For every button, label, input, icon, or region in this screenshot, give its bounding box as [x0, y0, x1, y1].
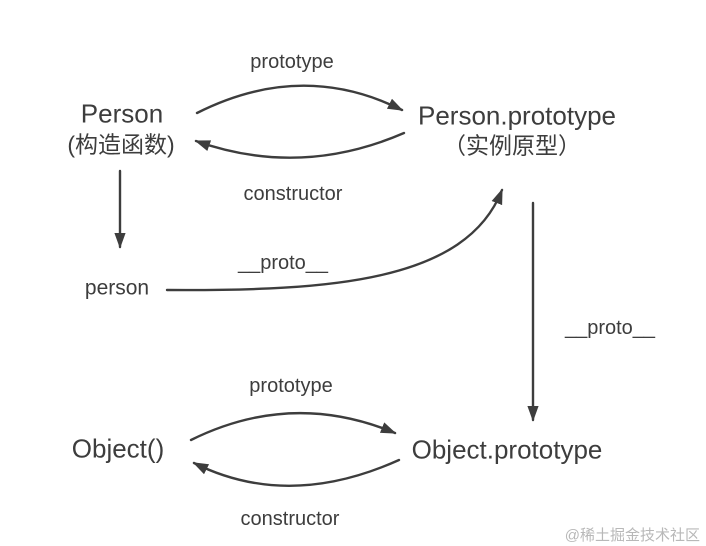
edge-label-prototype-top: prototype: [250, 51, 334, 73]
edge-label-proto-right: __proto__: [564, 317, 656, 339]
edge-label-prototype-bottom: prototype: [249, 375, 333, 397]
edge-label-constructor-bottom: constructor: [240, 508, 340, 530]
watermark-text: @稀土掘金技术社区: [564, 527, 700, 544]
node-person-instance-label: person: [84, 276, 150, 300]
arrow-object-to-prototype: [189, 411, 397, 442]
arrow-prototype-to-constructor: [194, 131, 406, 159]
arrow-instance-proto-to-prototype: [165, 188, 504, 292]
edge-label-constructor-top: constructor: [243, 183, 343, 205]
node-person-constructor-subtitle: (构造函数): [67, 131, 175, 158]
arrow-person-to-prototype: [195, 84, 404, 115]
node-person-prototype-title: Person.prototype: [417, 100, 617, 131]
node-object-prototype-label: Object.prototype: [411, 434, 603, 465]
node-object-constructor-label: Object(): [71, 433, 165, 464]
edge-label-proto-middle: __proto__: [237, 252, 329, 274]
node-person-constructor-title: Person: [80, 98, 164, 129]
node-person-prototype-subtitle: （实例原型）: [443, 132, 581, 159]
arrow-object-prototype-to-constructor: [192, 458, 401, 487]
